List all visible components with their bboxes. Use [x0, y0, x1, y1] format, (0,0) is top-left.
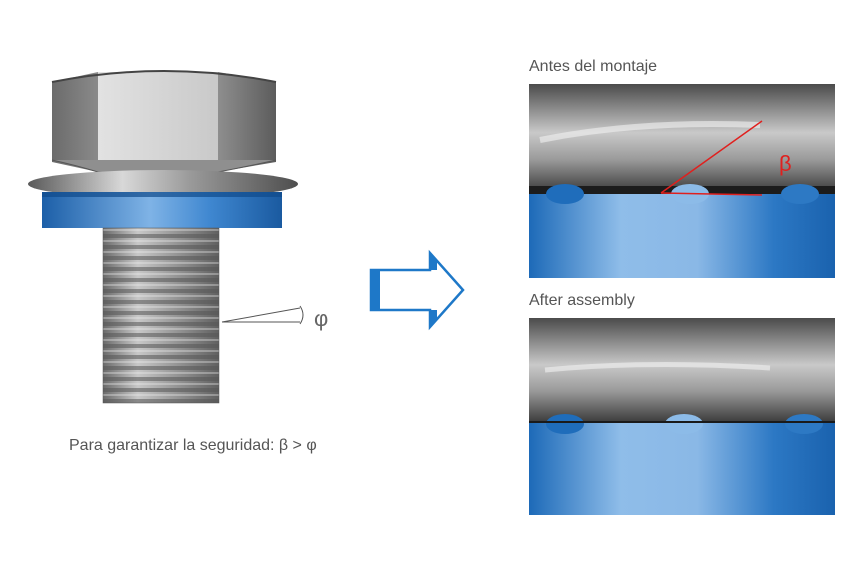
safety-caption: Para garantizar la seguridad: β > φ — [69, 437, 317, 454]
transition-arrow — [369, 249, 465, 331]
beta-symbol: β — [779, 151, 792, 176]
phi-angle-marker: φ — [221, 305, 328, 331]
after-assembly-title: After assembly — [529, 292, 635, 309]
bolt-head — [51, 70, 277, 177]
before-assembly-panel: β — [529, 84, 835, 278]
before-assembly-title: Antes del montaje — [529, 58, 658, 75]
sealing-washer — [42, 192, 282, 228]
after-assembly-panel — [529, 318, 835, 515]
bolt-flange — [28, 170, 298, 198]
bolt-thread — [103, 228, 219, 403]
phi-symbol: φ — [314, 306, 328, 331]
